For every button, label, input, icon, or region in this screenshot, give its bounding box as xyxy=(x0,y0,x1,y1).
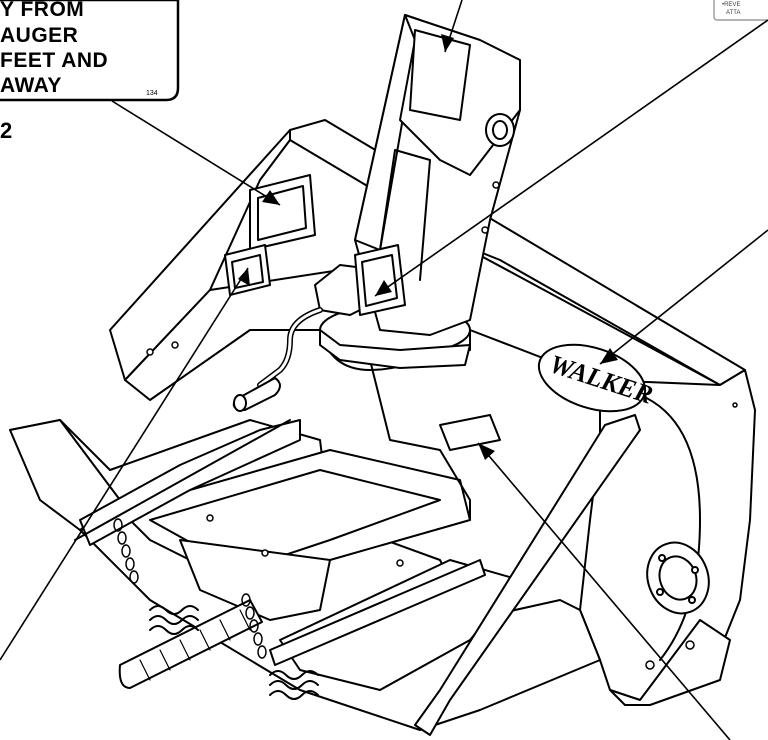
corner-decal-line-1: •REVE xyxy=(722,2,740,8)
chute-base-decal xyxy=(354,244,406,316)
corner-decal: •REVE ATTA xyxy=(713,0,768,21)
end-bearing xyxy=(646,541,710,615)
chute-deflector-box xyxy=(409,29,471,121)
leader-front-decal xyxy=(477,442,731,740)
left-spring xyxy=(149,605,199,635)
crank-rod-inner xyxy=(258,308,322,387)
right-spring xyxy=(269,670,319,700)
arrowhead-warning-decal xyxy=(262,190,280,205)
corner-decal-line-2: ATTA xyxy=(726,10,740,16)
chute-bracket-2 xyxy=(319,329,471,369)
arrowhead-front-decal xyxy=(478,443,495,460)
warning-line-1: Y FROM xyxy=(0,0,84,21)
arrowhead-chute-base xyxy=(375,280,392,296)
crank-grip-end xyxy=(233,394,247,412)
right-end-inner xyxy=(639,394,701,661)
left-link-bar xyxy=(74,419,291,541)
center-chain xyxy=(241,593,267,659)
warning-decal: Y FROM AUGER FEET AND AWAY 134 xyxy=(0,0,180,102)
drive-shaft xyxy=(118,599,263,689)
front-small-decal xyxy=(439,414,501,451)
center-linkage xyxy=(269,559,486,666)
chute-lower-body xyxy=(369,359,471,521)
drive-shaft-ribs xyxy=(139,609,251,681)
left-chain xyxy=(113,518,139,584)
leader-warning-decal xyxy=(111,100,281,206)
deflector-knob xyxy=(485,113,515,147)
left-lift-arm xyxy=(79,419,301,546)
leader-brand xyxy=(599,229,768,365)
arrowhead-brand xyxy=(600,348,618,364)
brand-oval xyxy=(537,343,647,413)
arrowhead-left-wall xyxy=(238,268,250,286)
arrowhead-chute-top xyxy=(441,34,454,52)
bolts xyxy=(146,181,738,670)
leader-left-wall xyxy=(0,267,249,661)
warning-line-4: AWAY xyxy=(0,74,62,97)
snowblower-body xyxy=(9,14,756,736)
warning-line-2: AUGER xyxy=(0,24,78,47)
mount-front-plate xyxy=(179,539,331,621)
callout-arrowheads xyxy=(238,34,618,460)
figure-number: 2 xyxy=(0,118,12,143)
right-lift-arm xyxy=(414,414,641,736)
chute-fold-1 xyxy=(379,149,431,281)
warning-line-3: FEET AND xyxy=(0,49,108,72)
warning-code: 134 xyxy=(146,90,158,97)
right-skid xyxy=(609,619,731,706)
leader-chute-base xyxy=(374,19,768,297)
